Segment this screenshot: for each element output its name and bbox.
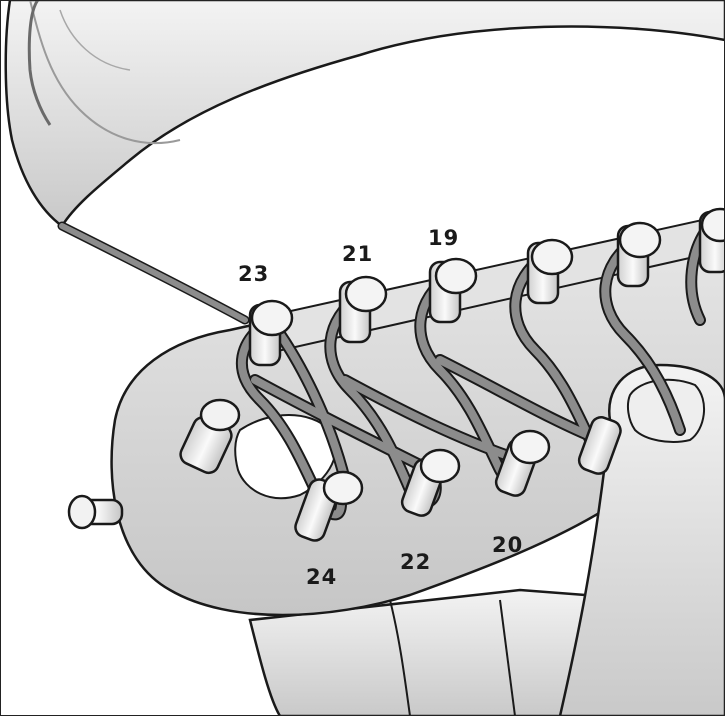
peg-label-23: 23: [238, 264, 269, 285]
peg-label-19: 19: [428, 228, 459, 249]
peg-end-left: [69, 496, 122, 528]
peg-13: [700, 209, 725, 272]
peg-label-20: 20: [492, 535, 523, 556]
peg-label-22: 22: [400, 552, 431, 573]
peg-label-21: 21: [342, 244, 373, 265]
upper-hand: [6, 0, 725, 226]
yarn-strand: [62, 226, 245, 320]
peg-label-24: 24: [306, 567, 337, 588]
